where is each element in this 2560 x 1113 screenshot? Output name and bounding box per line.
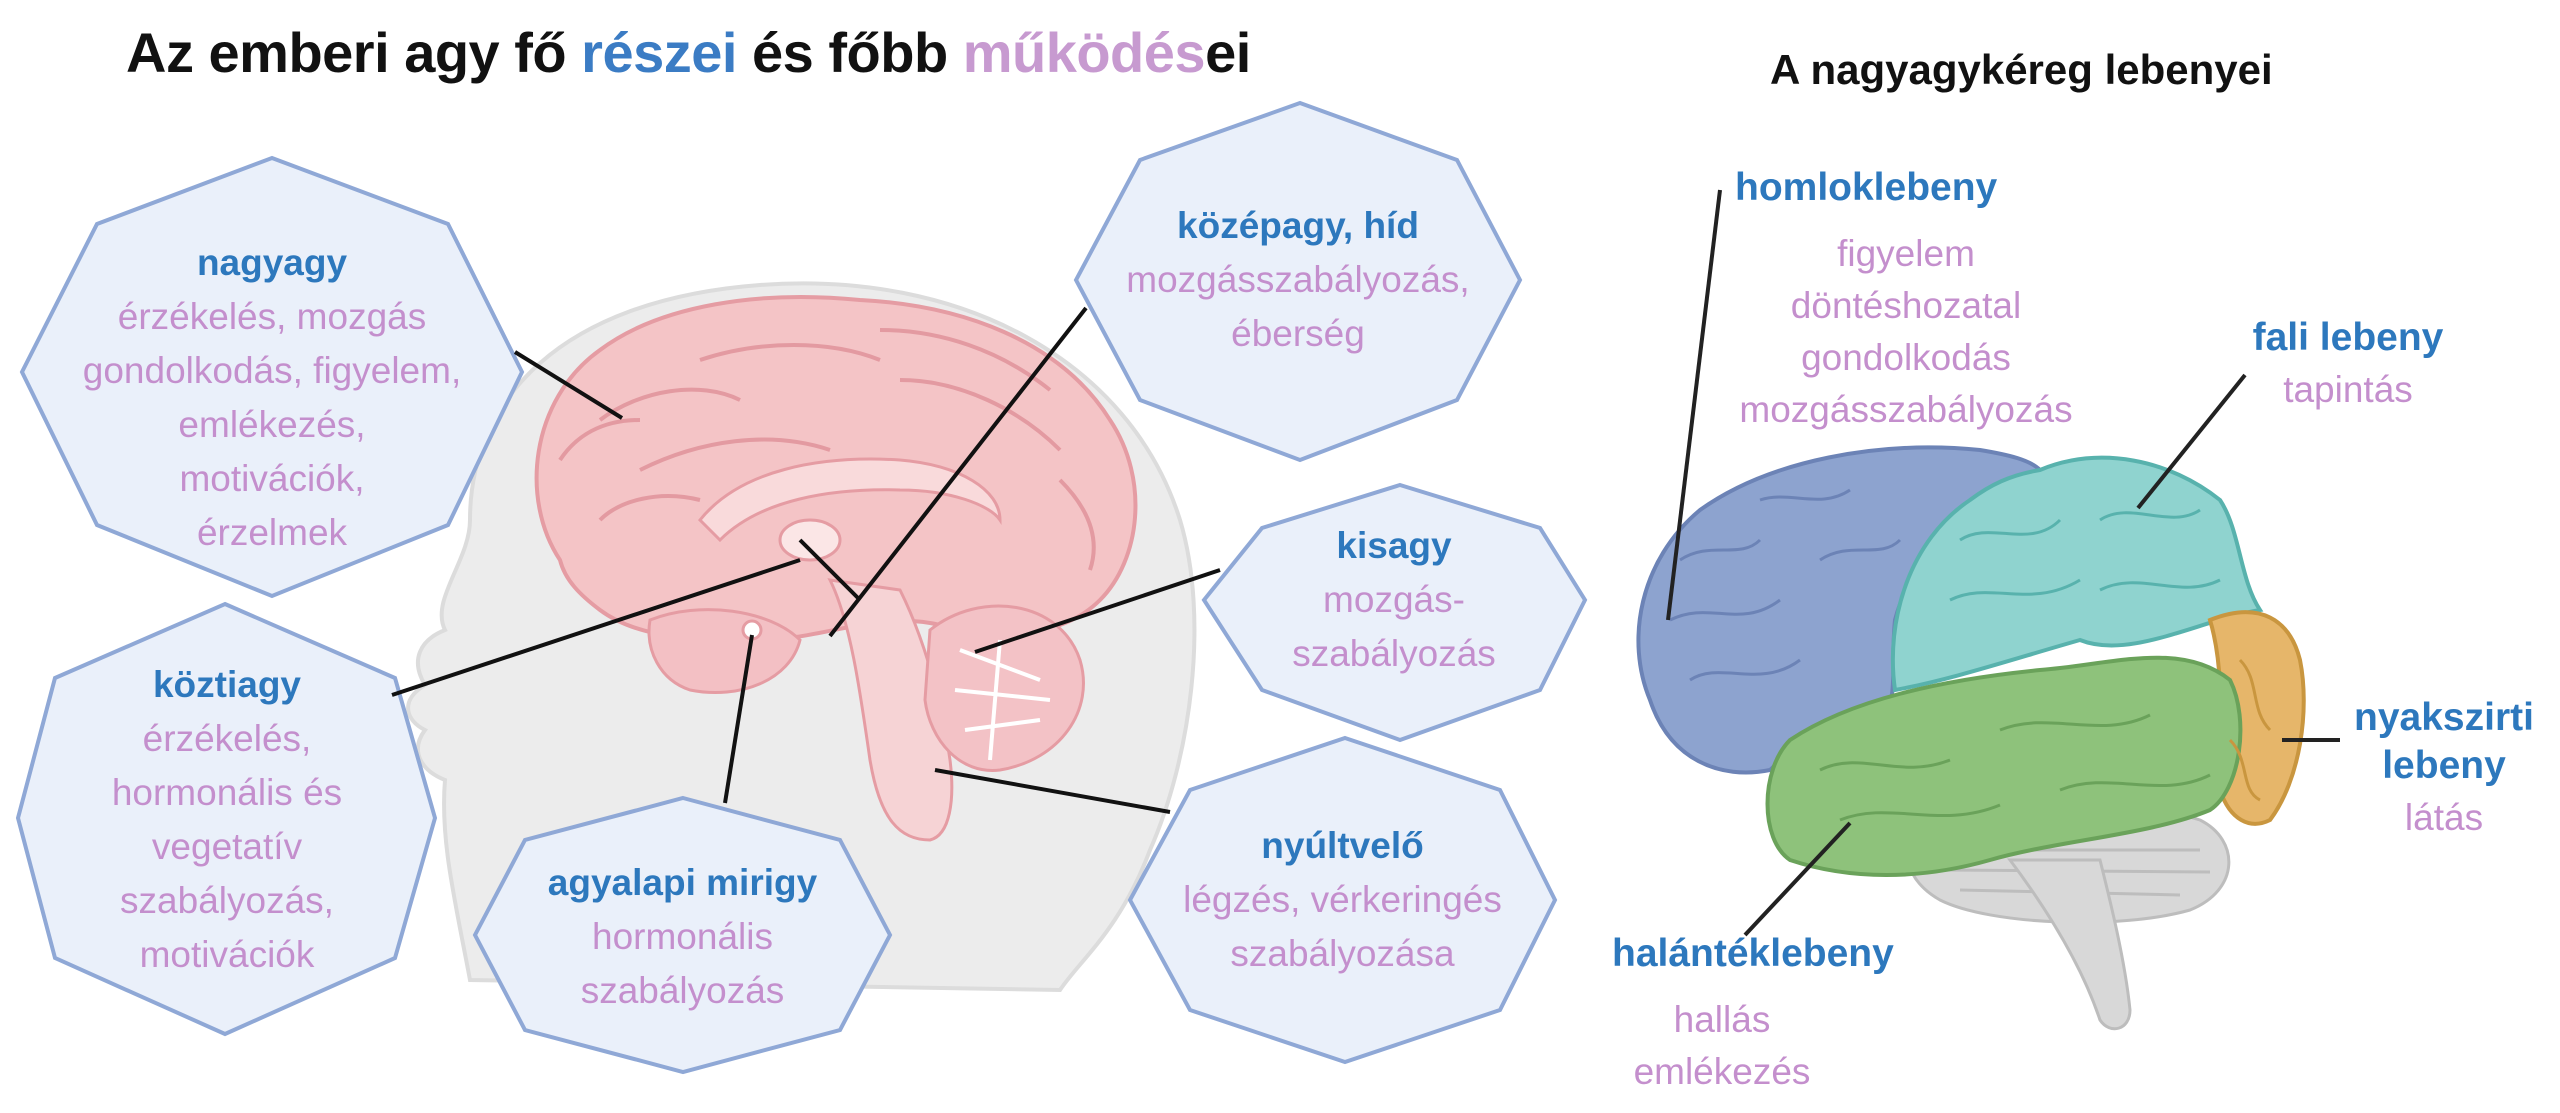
box-midbrain-shape [1073,100,1523,463]
box-cerebrum-shape [19,155,525,599]
lobe-name-occipital-1: nyakszirti [2354,696,2534,739]
box-diencephalon-shape [15,601,438,1037]
leader-lines-right [1666,189,2340,937]
box-pituitary-shape [472,795,893,1075]
title-text-mid: és főbb [736,21,963,84]
box-cerebellum-shape [1201,482,1588,743]
lateral-brain [1636,445,2306,1031]
title-text: Az emberi agy fő [126,21,582,84]
function-line: látás [2404,797,2484,838]
lobes-title: A nagyagykéreg lebenyei [1770,46,2273,93]
frontal-functions: figyelem döntéshozatal gondolkodás mozgá… [1706,228,2106,436]
leader-lines-left [391,306,1221,814]
label-occipital: nyakszirti lebeny látás [2344,692,2544,844]
title-highlight-parts: részei [581,21,737,84]
lobe-name-occipital-2: lebeny [2382,744,2506,787]
sagittal-brain [534,295,1138,842]
title-text-end: ei [1205,21,1251,84]
function-line: hallás [1673,999,1771,1040]
lobe-name-temporal: halántéklebeny [1612,932,1894,975]
temporal-lobe-shape [1765,655,2243,877]
lobe-name-parietal: fali lebeny [2252,316,2444,359]
label-temporal: halántéklebeny [1612,928,1894,980]
page-title: Az emberi agy fő részei és főbb működése… [126,20,1251,85]
box-medulla-shape [1127,735,1558,1065]
function-line: tapintás [2283,369,2413,410]
function-line: gondolkodás [1801,337,2011,378]
function-line: emlékezés [1633,1051,1811,1092]
title-highlight-functions: működés [962,21,1206,84]
temporal-functions: hallás emlékezés [1612,994,1832,1098]
function-line: döntéshozatal [1790,285,2022,326]
label-frontal: homloklebeny [1735,162,1997,214]
function-line: figyelem [1837,233,1975,274]
function-line: mozgásszabályozás [1739,389,2073,430]
lobe-name-frontal: homloklebeny [1735,166,1998,209]
label-parietal: fali lebeny tapintás [2238,312,2458,416]
